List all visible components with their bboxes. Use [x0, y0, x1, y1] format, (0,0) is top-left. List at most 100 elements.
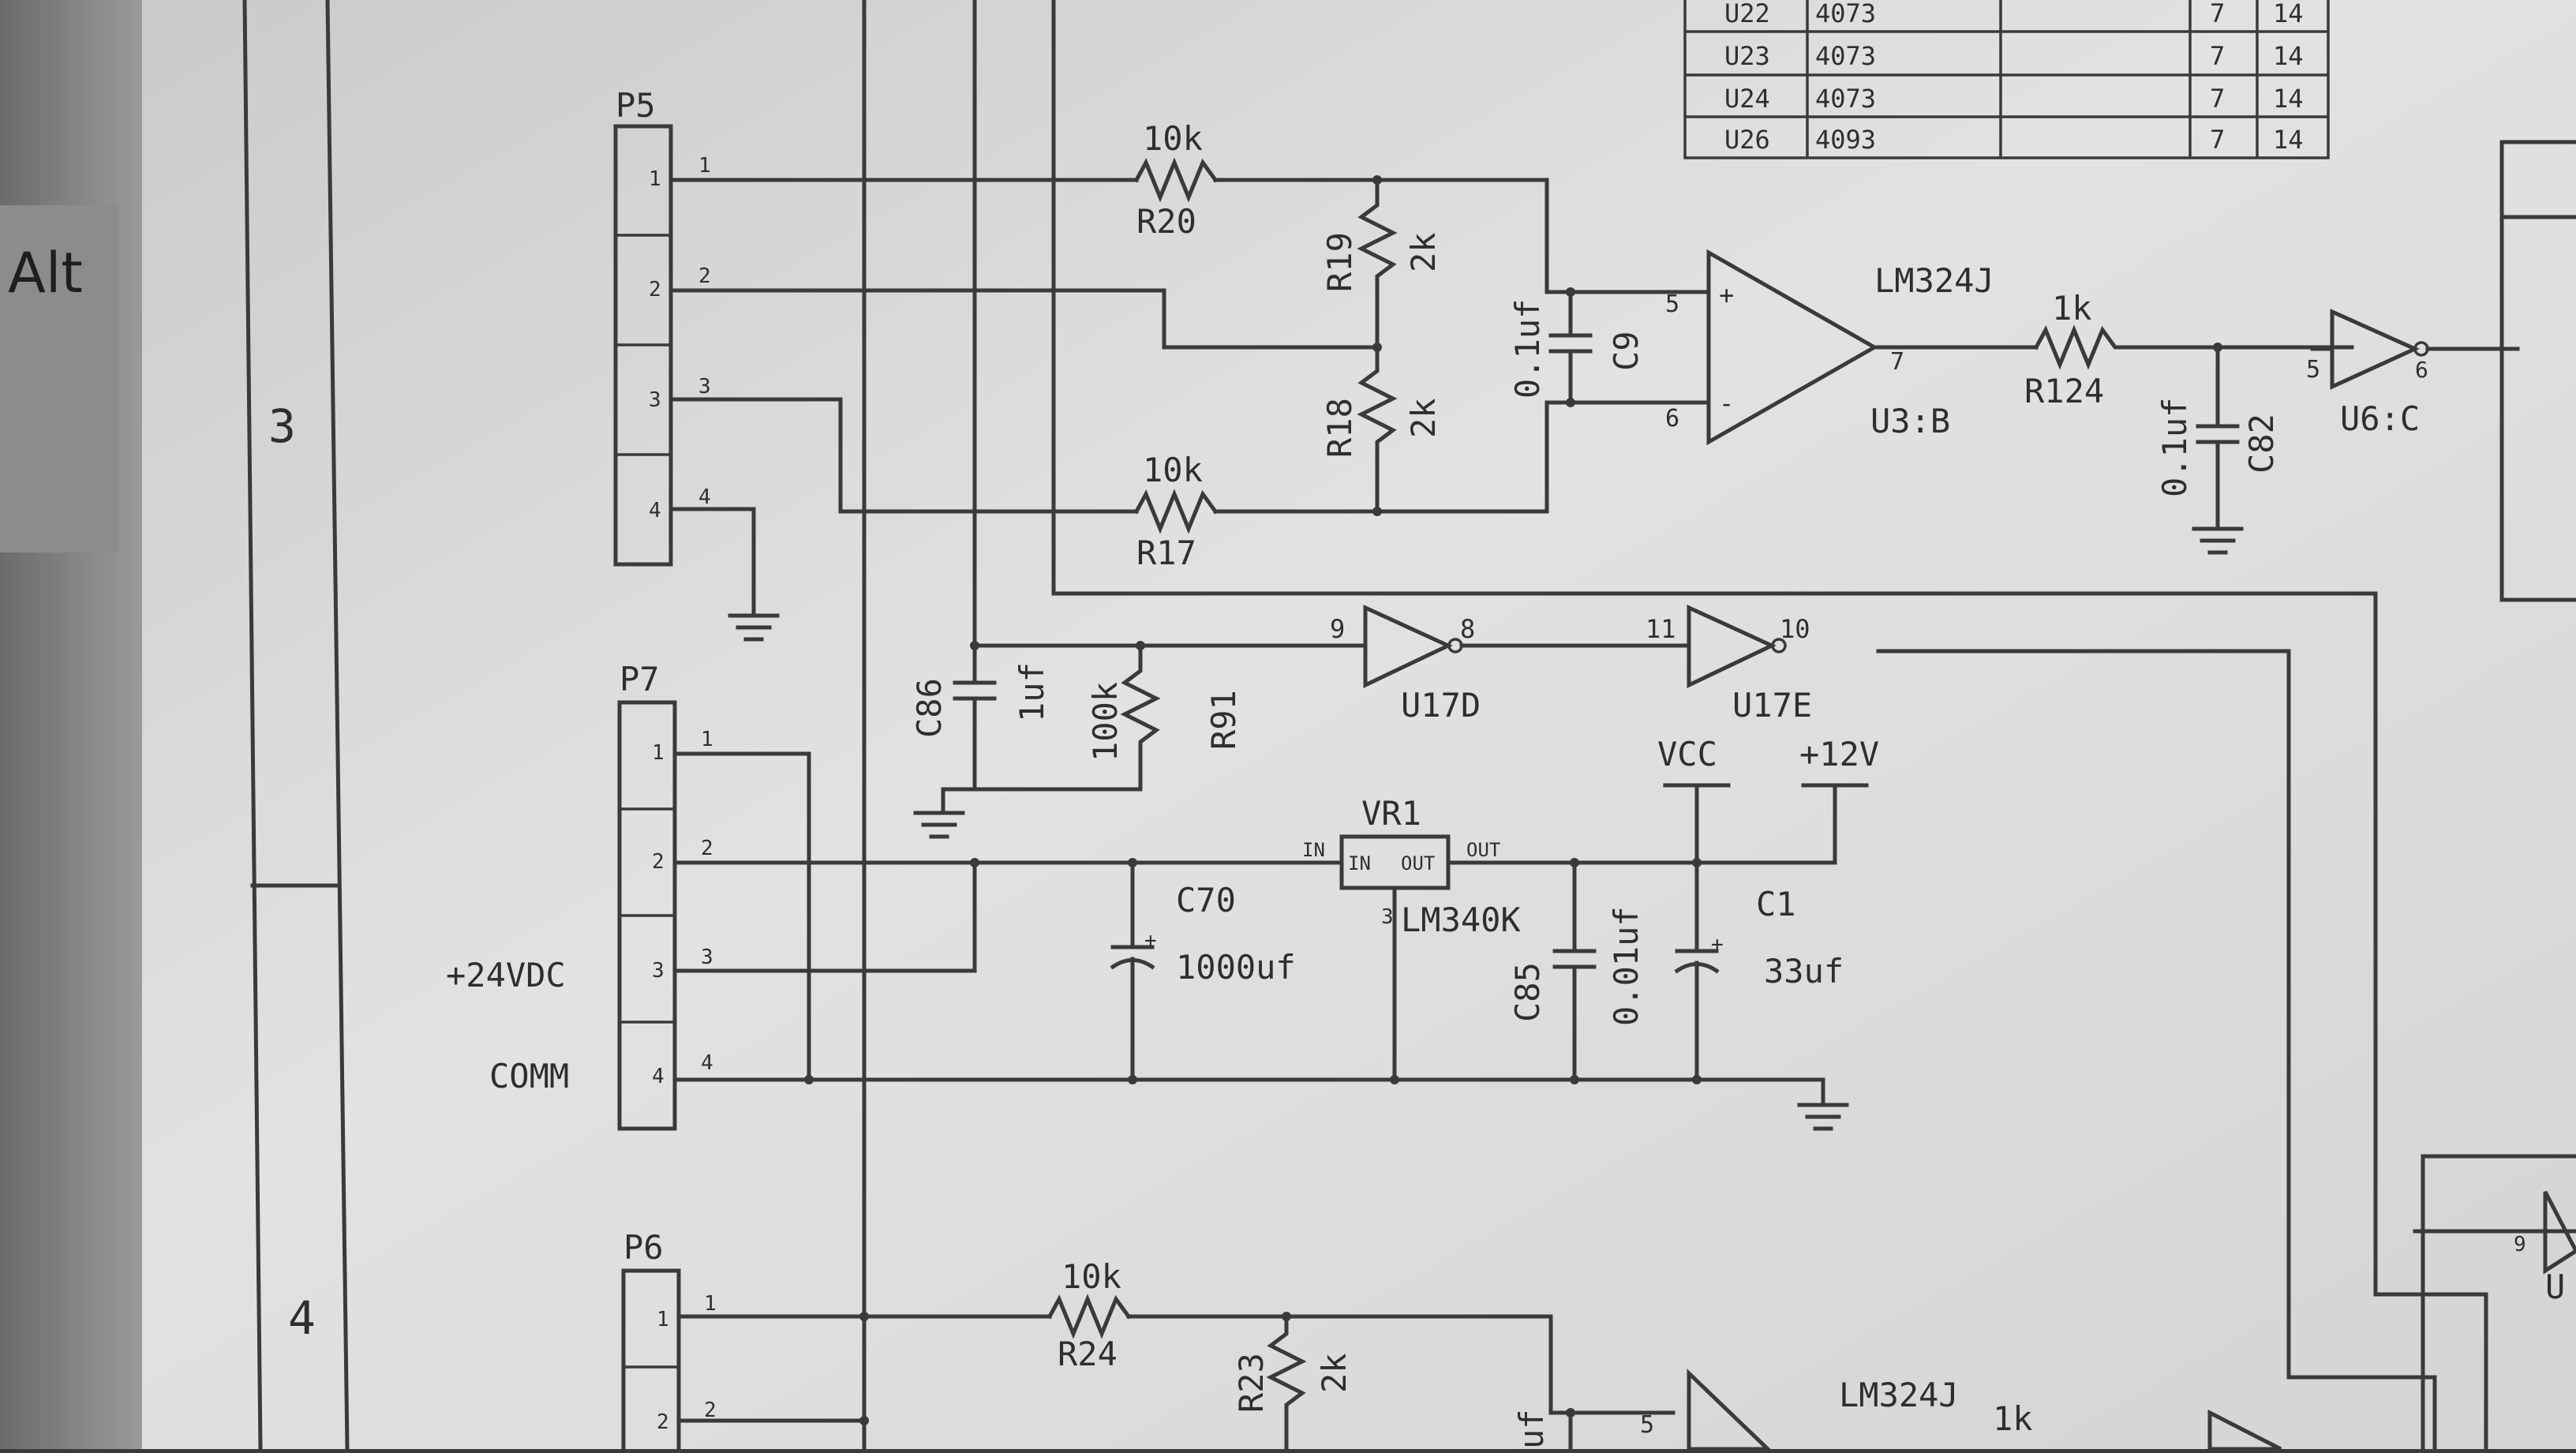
plus12-label: +12V	[1799, 735, 1879, 773]
vr1-ref: VR1	[1361, 794, 1421, 833]
capacitor-c85: C85 0.01uf	[1508, 860, 1646, 1084]
u3b-part: LM324J	[1874, 261, 1994, 300]
r23-value: 2k	[1315, 1353, 1354, 1393]
c86-ref: C86	[910, 678, 949, 738]
r124-value: 1k	[2052, 289, 2092, 328]
p6-wire-pin: 1	[704, 1292, 717, 1316]
r20-value: 10k	[1143, 119, 1203, 158]
border-line-1	[242, 0, 263, 1451]
polarity-mark: +	[1144, 929, 1157, 953]
u17d-ref: U17D	[1401, 686, 1481, 725]
p5-wire-pin: 1	[698, 154, 711, 178]
table-part: 4073	[1815, 0, 1876, 28]
p7-wire-pin: 3	[701, 946, 713, 969]
u3b-pin: 5	[1665, 290, 1679, 318]
resistor-divider: R19 2k R18 2k	[1320, 175, 1443, 516]
u3b-ref: U3:B	[1870, 402, 1950, 440]
r18-ref: R18	[1320, 398, 1359, 458]
table-vcc: 14	[2273, 84, 2304, 114]
polarity-mark: +	[1711, 933, 1724, 957]
cap-bottom-value: uf	[1512, 1409, 1551, 1449]
screen-edge-panel	[0, 205, 118, 552]
connector-p6: P6 1 2 1 2	[621, 1228, 1676, 1453]
resistor-r23: R23 2k	[1232, 1312, 1354, 1451]
r17-ref: R17	[1136, 534, 1196, 572]
table-ref: U23	[1724, 41, 1770, 71]
capacitor-c9: 0.1uf C9	[1508, 287, 1646, 407]
c86-value: 1uf	[1013, 662, 1051, 722]
p5-pin: 4	[649, 499, 661, 522]
table-vcc: 14	[2273, 0, 2304, 28]
p7-label-comm: COMM	[489, 1057, 569, 1095]
p5-pin: 2	[649, 278, 661, 301]
u6c-pin: 5	[2306, 356, 2320, 384]
r18-value: 2k	[1404, 398, 1443, 438]
r19-ref: R19	[1320, 232, 1359, 292]
connector-p7: P7 1 2 3 4 1 2 3 4 +24VDC COMM	[446, 660, 713, 1131]
p7-wire-pin: 1	[701, 728, 713, 751]
capacitor-c86: C86 1uf	[910, 643, 1051, 792]
u-right-pin: 9	[2514, 1233, 2526, 1256]
ground-symbol-p5	[728, 613, 780, 642]
c85-value: 0.01uf	[1607, 906, 1646, 1026]
p7-pin: 2	[652, 850, 665, 874]
section-number-3: 3	[268, 399, 296, 453]
minus-sign: -	[1719, 388, 1734, 418]
u17d-pin: 8	[1460, 614, 1475, 644]
c70-value: 1000uf	[1176, 948, 1296, 987]
resistor-r91: 100k R91	[913, 641, 1243, 839]
table-part: 4093	[1815, 125, 1876, 155]
power-rails: VCC +12V	[1657, 735, 1879, 788]
u17-chain: 9 8 U17D 11 10 U17E	[970, 605, 1812, 725]
resistor-r124: 1k R124	[2024, 289, 2354, 410]
c85-ref: C85	[1508, 962, 1547, 1022]
u17e-pin: 10	[1780, 614, 1810, 644]
side-text: Alt	[8, 241, 83, 305]
table-ref: U24	[1724, 84, 1770, 114]
r124-ref: R124	[2024, 372, 2104, 410]
parts-table: U22 4073 7 14 U23 4073 7 14 U24 4073 7 1…	[1683, 0, 2330, 159]
c9-value: 0.1uf	[1508, 299, 1547, 399]
p5-wire-pin: 3	[698, 375, 711, 399]
table-part: 4073	[1815, 41, 1876, 71]
p7-wire-pin: 2	[701, 837, 713, 860]
c82-ref: C82	[2242, 414, 2281, 474]
c82-value: 0.1uf	[2155, 398, 2194, 497]
table-gnd: 7	[2210, 41, 2225, 71]
p5-pin: 1	[649, 167, 661, 191]
p6-label: P6	[623, 1228, 664, 1267]
vr1-in-label: IN	[1302, 839, 1325, 861]
capacitor-bottom: uf	[1512, 1408, 1575, 1451]
p5-label: P5	[616, 86, 656, 125]
u3b-pin: 6	[1665, 405, 1679, 433]
r-bottom-value: 1k	[1993, 1399, 2033, 1438]
opamp-u3b: + - 5 6 7 LM324J U3:B	[1665, 249, 2039, 446]
r19-value: 2k	[1404, 232, 1443, 272]
c1-ref: C1	[1756, 885, 1796, 923]
vr1-out-label: OUT	[1466, 839, 1500, 861]
p6-wire-pin: 2	[704, 1399, 717, 1422]
c9-ref: C9	[1607, 331, 1646, 371]
vr1-part: LM340K	[1401, 901, 1521, 939]
p7-pin: 3	[652, 959, 665, 983]
r91-ref: R91	[1204, 690, 1243, 750]
p7-pin: 4	[652, 1065, 665, 1088]
p6-pin: 2	[657, 1410, 669, 1434]
u6c-ref: U6:C	[2340, 399, 2420, 438]
p5-pin: 3	[649, 388, 661, 412]
border-line-2	[325, 0, 350, 1451]
regulator-vr1: VR1 IN OUT IN OUT 3 LM340K	[1302, 783, 1837, 1084]
resistor-r17: 10k R17	[1133, 451, 1219, 572]
p7-pin: 1	[652, 741, 665, 765]
p7-label-24vdc: +24VDC	[446, 956, 566, 994]
right-block-box	[2499, 140, 2576, 602]
table-vcc: 14	[2273, 125, 2304, 155]
u-bottom-pin: 5	[1640, 1411, 1654, 1439]
connector-p5: P5 1 2 3 4 1 2 3 4	[613, 86, 711, 567]
r20-ref: R20	[1136, 202, 1196, 241]
opamp-bottom: 5 LM324J 1k	[1640, 1369, 2033, 1451]
u-bottom-part: LM324J	[1839, 1376, 1959, 1414]
